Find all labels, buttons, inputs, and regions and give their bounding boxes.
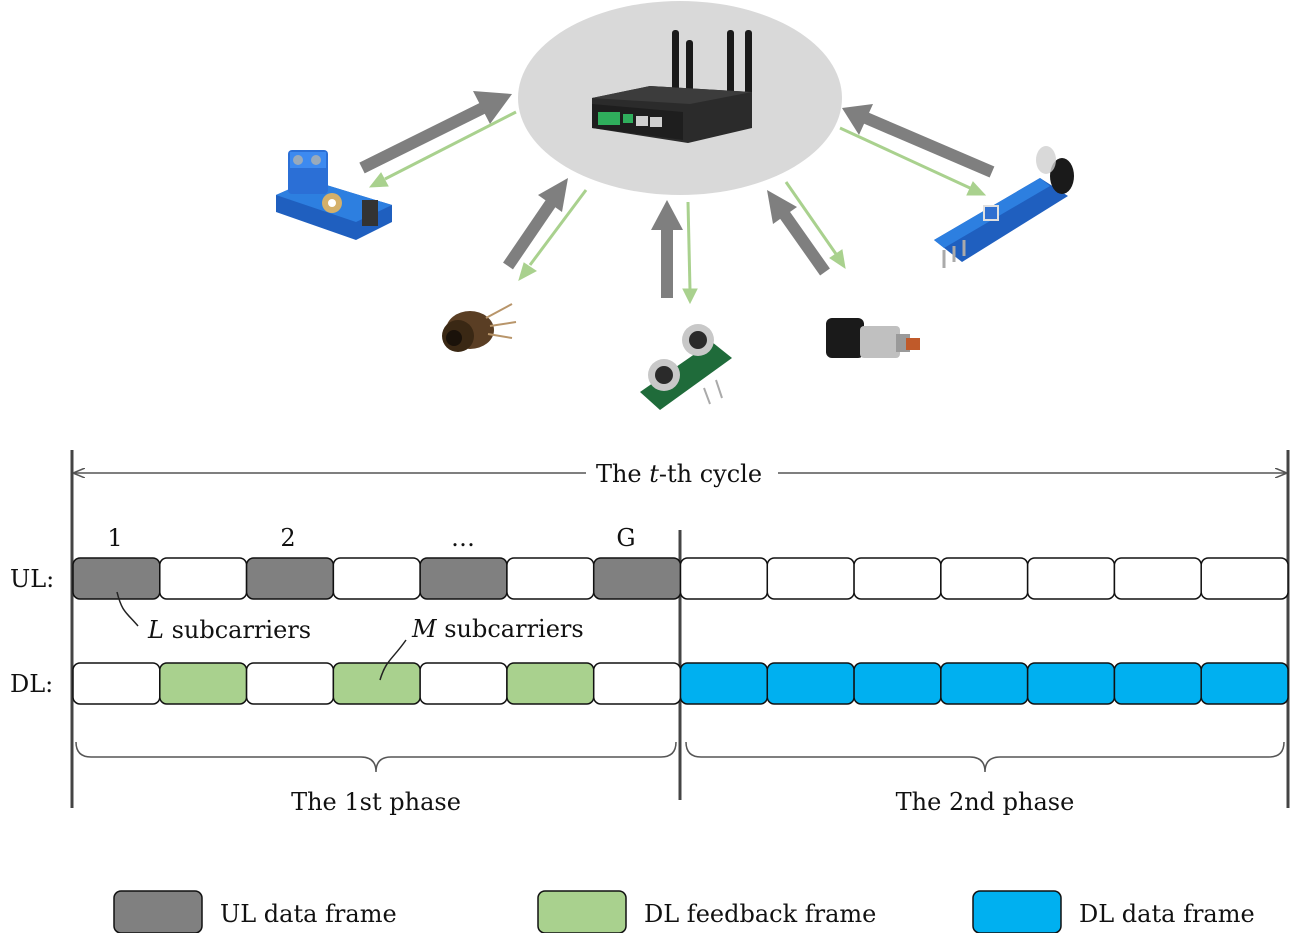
ul-data-frame — [592, 557, 682, 600]
empty-frame — [1200, 557, 1289, 600]
timeline: The t-th cycle 1 2 … G UL: DL: L subcarr… — [10, 450, 1290, 816]
ultrasonic-sensor-icon — [640, 324, 732, 410]
first-phase-label: The 1st phase — [291, 788, 461, 816]
legend-label-dl-feedback: DL feedback frame — [644, 900, 876, 928]
legend-label-ul-data: UL data frame — [220, 900, 397, 928]
group-label: G — [616, 524, 635, 552]
dl-data-frame — [766, 662, 855, 705]
ul-row-label: UL: — [10, 565, 54, 593]
downlink-arrow — [682, 201, 698, 305]
empty-frame — [940, 557, 1029, 600]
group-label: … — [451, 524, 475, 552]
empty-frame — [853, 557, 942, 600]
dl-data-frame — [940, 662, 1029, 705]
empty-frame — [679, 557, 769, 600]
laser-diode-icon — [442, 303, 517, 352]
dl-feedback-frame — [506, 662, 595, 705]
uplink-arrow — [842, 104, 995, 178]
uplink-arrow — [767, 190, 830, 276]
empty-frame — [766, 557, 855, 600]
pressure-sensor-icon — [826, 318, 920, 358]
second-phase-brace — [685, 741, 1285, 773]
uplink-arrow — [651, 200, 683, 298]
empty-frame — [159, 557, 248, 600]
legend: UL data frame DL feedback frame DL data … — [113, 890, 1255, 933]
empty-frame — [332, 557, 421, 600]
dl-data-frame — [1200, 662, 1289, 705]
dl-data-frame — [1113, 662, 1202, 705]
downlink-arrow — [368, 110, 517, 188]
group-label: 1 — [107, 524, 122, 552]
ul-frame-row — [72, 557, 1289, 600]
dl-data-frame — [679, 662, 769, 705]
infrared-sensor-icon — [934, 146, 1074, 268]
ul-data-frame — [419, 557, 508, 600]
empty-frame — [72, 662, 161, 705]
dl-frame-row — [72, 662, 1289, 705]
l-subcarriers-annotation: L subcarriers — [147, 616, 311, 644]
legend-swatch-dl-feedback — [537, 890, 627, 933]
cycle-label: The t-th cycle — [596, 460, 762, 488]
first-phase-brace — [75, 741, 677, 773]
l-annotation-leader — [116, 591, 139, 627]
m-subcarriers-annotation: M subcarriers — [411, 615, 584, 643]
uplink-arrow — [359, 91, 512, 174]
legend-swatch-dl-data — [972, 890, 1062, 933]
ul-data-frame — [245, 557, 335, 600]
legend-swatch-ul-data — [113, 890, 203, 933]
empty-frame — [245, 662, 335, 705]
ul-data-frame — [72, 557, 161, 600]
m-annotation-leader — [379, 639, 407, 681]
group-label: 2 — [280, 524, 295, 552]
voltage-sensor-icon — [276, 150, 392, 240]
dl-row-label: DL: — [10, 670, 53, 698]
empty-frame — [592, 662, 682, 705]
dl-data-frame — [853, 662, 942, 705]
downlink-arrow — [518, 189, 588, 281]
empty-frame — [1113, 557, 1202, 600]
downlink-arrow — [839, 126, 987, 196]
legend-label-dl-data: DL data frame — [1079, 900, 1255, 928]
empty-frame — [506, 557, 595, 600]
dl-feedback-frame — [159, 662, 248, 705]
dl-feedback-frame — [332, 662, 421, 705]
empty-frame — [419, 662, 508, 705]
dl-data-frame — [1026, 662, 1116, 705]
router-icon — [592, 30, 752, 143]
uplink-arrow — [503, 178, 568, 270]
downlink-arrow — [784, 181, 846, 270]
network-illustration — [276, 1, 1074, 410]
second-phase-label: The 2nd phase — [896, 788, 1075, 816]
empty-frame — [1026, 557, 1116, 600]
